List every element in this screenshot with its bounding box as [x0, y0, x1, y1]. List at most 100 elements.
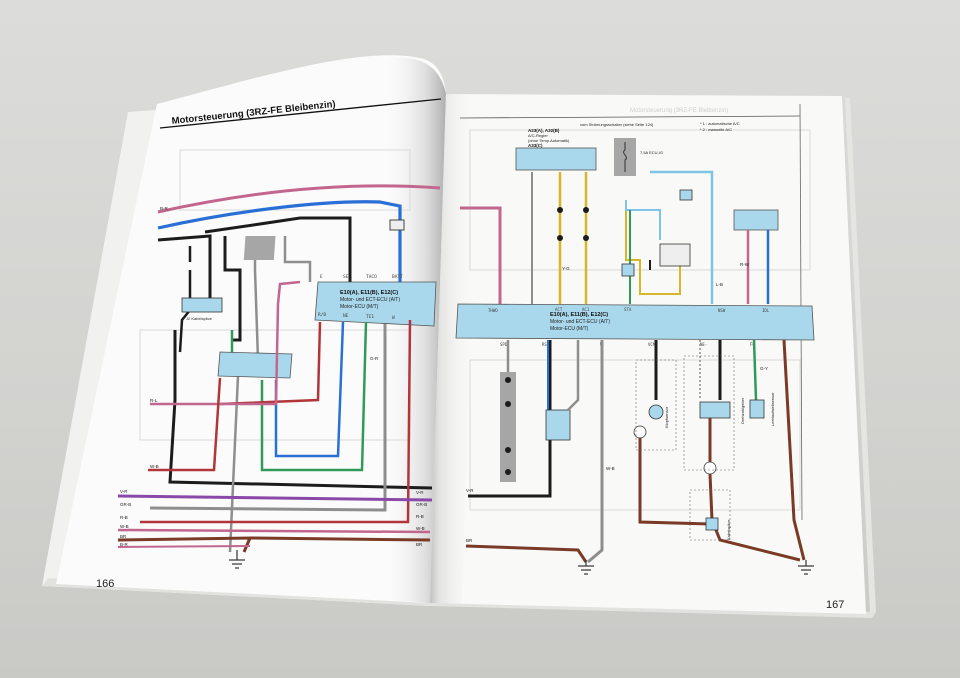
dashed-frame-2: [683, 355, 735, 471]
relay-box-right: [659, 243, 691, 267]
right-block-a-3: (ohne Temp.Automatik): [528, 138, 570, 143]
wire-red-right: [638, 430, 711, 526]
right-page-number: 167: [826, 599, 844, 611]
right-wire-label-2: BR: [466, 538, 473, 543]
wire-black-2: [204, 216, 352, 282]
right-block-a-2: A/C-Regler: [528, 133, 548, 138]
ac-sensor-box: [733, 209, 779, 231]
left-ecu-pin-bottom-3: W: [392, 315, 395, 321]
right-ecu-pin-bottom-5: FC: [750, 342, 755, 347]
left-mid-label-1: W-B: [150, 464, 159, 469]
wire-black-4: [223, 236, 242, 342]
left-diagram: Motorsteuerung (3RZ-FE Bleibenzin) J2 Ka…: [96, 98, 442, 590]
connector-circle-2: [703, 461, 717, 475]
left-mid-label-2: R-L: [150, 398, 158, 403]
left-ecu-name-2: Motor-ECU (M/T): [340, 304, 379, 310]
right-ecu-pin-bottom-4: NE-: [700, 342, 707, 347]
left-ecu-pin-top-2: TACO: [366, 274, 377, 280]
wire-black-mid: [178, 270, 192, 353]
sensor-box-right: [545, 409, 571, 441]
right-ecu-name-1: Motor- und ECT-ECU (A/T): [550, 319, 610, 325]
left-ecu-pin-bottom-1: NE: [343, 313, 349, 319]
right-ecu-pin-bottom-1: RSD: [542, 342, 550, 347]
left-ecu-pin-top-1: SE: [343, 274, 349, 280]
dashed-frame-1: [635, 359, 677, 451]
ground-icon-right-2: [798, 560, 814, 575]
right-ecu-box: [455, 303, 815, 341]
component-label-1: Drehzahlgeber: [740, 397, 745, 424]
wire-pink-top: [157, 184, 441, 214]
connector-small: [389, 219, 405, 231]
right-ecu-pin-top-4: NSW: [718, 308, 726, 313]
wire-purple-bottom: [117, 494, 433, 502]
ground-icon-right-1: [578, 560, 594, 575]
right-note-2: * 2 : manuelle A/C: [700, 127, 732, 132]
component-label-0: Klopfsensor: [664, 406, 669, 428]
right-diagram: Motorsteuerung (3RZ-FE Bleibenzin) vom S…: [455, 103, 844, 611]
wire-red-long: [140, 319, 412, 524]
wire-green-down: [260, 321, 368, 472]
book-edge-right: [845, 98, 876, 612]
right-page-shade: [430, 94, 478, 604]
left-ecu-box-lower: [217, 351, 293, 379]
right-wire-label-0: V-R: [466, 488, 474, 493]
wire-blue-top: [157, 200, 402, 282]
left-wire-label-left-1: GR-B: [120, 502, 131, 507]
junction-box-top: [243, 236, 276, 260]
idle-sensor-box: [749, 399, 765, 419]
wire-brown-right-bottom: [465, 544, 588, 563]
left-connector-label: J2 Kabelsplice: [186, 316, 213, 321]
left-wire-label-left-0: V-R: [120, 489, 128, 494]
component-label-2: Kabelsplice: [726, 519, 731, 540]
wire-red-mid: [148, 377, 222, 472]
wire-gray-2: [283, 236, 312, 282]
wire-gray-right-3: [587, 340, 604, 564]
right-block-a-4: A33(C): [528, 143, 543, 148]
wire-yellow-3: [625, 200, 681, 295]
left-ecu-name-1: Motor- und ECT-ECU (A/T): [340, 297, 400, 303]
diode-group-1: [557, 207, 589, 241]
left-ecu-code: E10(A), E11(B), E12(C): [340, 290, 398, 296]
right-ecu-pin-top-0: THWO: [488, 308, 498, 313]
left-wire-label-left-3: W-B: [120, 524, 129, 529]
wire-pink-mid: [150, 280, 301, 406]
wire-green-right-2: [752, 339, 758, 401]
rpm-sensor-box: [699, 401, 731, 419]
left-ecu-pin-bottom-0: R/B: [318, 312, 326, 318]
right-ecu-pin-top-1: ACT: [555, 307, 563, 312]
left-page: [56, 55, 446, 603]
right-ecu-name-2: Motor-ECU (M/T): [550, 326, 589, 332]
left-page-number: 166: [96, 578, 114, 590]
fuse-box: [614, 138, 636, 176]
left-wire-label-2: R-B: [416, 514, 424, 519]
diode-group-2: [505, 377, 511, 475]
left-page-shade: [380, 57, 446, 604]
right-ecu-code: E10(A), E11(B), E12(C): [550, 312, 608, 318]
knock-sensor-icon: [648, 404, 664, 420]
wire-brown-right-2: [782, 339, 806, 561]
right-ecu-pin-bottom-3: VCM: [648, 342, 656, 347]
right-ecu-pin-bottom-0: SPD: [500, 342, 508, 347]
left-wire-label-left-2: R-B: [120, 515, 128, 520]
right-wire-label-4: Y-G: [562, 266, 570, 271]
right-ref-text: vom Strömungsschalter (siehe Seite 124): [580, 122, 654, 127]
component-label-3: Leerlaufstellsensor: [770, 392, 775, 426]
left-wire-label-left-5: B-R: [120, 542, 129, 547]
fuse-label: 7,5A ECU-IG: [640, 150, 663, 155]
left-mid-label-0: B-R: [160, 206, 169, 211]
ac-amplifier-box: [515, 147, 597, 171]
wire-black-right-long: [468, 340, 552, 498]
wire-pink-right: [460, 206, 502, 304]
dashed-frame-3: [689, 489, 731, 541]
small-box-right-2: [679, 189, 693, 201]
fuse-icon: [623, 142, 627, 172]
wire-lightblue-1: [650, 170, 714, 304]
left-ecu-pin-bottom-2: TE1: [366, 314, 374, 320]
left-wire-label-0: V-R: [416, 490, 424, 495]
right-ecu-pin-top-5: IDL: [762, 308, 770, 313]
wire-brown-right: [249, 536, 431, 542]
right-wire-label-6: R-W: [740, 262, 750, 267]
right-header-text: Motorsteuerung (3RZ-FE Bleibenzin): [630, 108, 728, 114]
right-ecu-pin-top-3: STA: [624, 307, 632, 312]
right-wire-label-5: G-Y: [760, 366, 768, 371]
